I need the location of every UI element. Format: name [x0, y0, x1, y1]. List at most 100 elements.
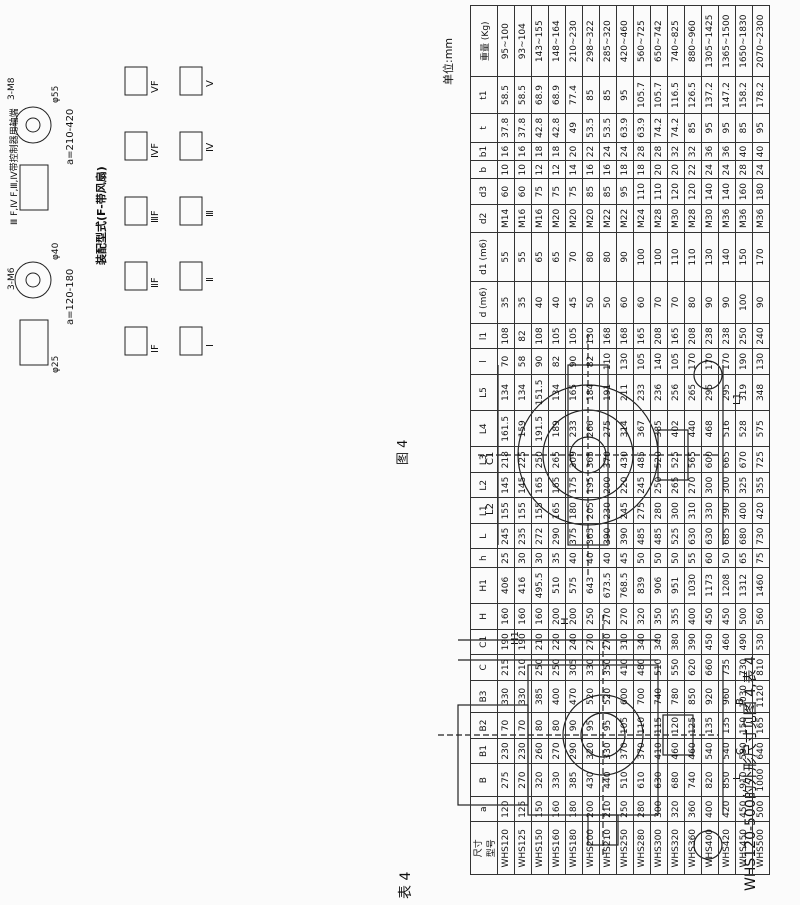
table-cell: 650~742: [650, 5, 668, 77]
model-cell: WHS160: [548, 822, 566, 875]
m8-label: 3-M8: [7, 77, 17, 100]
table-cell: 385: [531, 680, 549, 713]
table-cell: 180: [565, 796, 583, 822]
table-cell: M16: [514, 204, 532, 233]
table-cell: 500: [752, 796, 770, 822]
table-cell: 275: [497, 763, 515, 797]
column-header: a: [470, 796, 498, 822]
table-cell: 137.2: [701, 76, 719, 114]
table-cell: 70: [565, 232, 583, 282]
table-cell: 470: [565, 680, 583, 713]
table-cell: 575: [565, 567, 583, 604]
model-cell: WHS420: [718, 822, 736, 875]
table-cell: 24: [701, 160, 719, 179]
table-cell: 90: [616, 232, 634, 282]
type-label-1f: ⅠF: [150, 344, 161, 353]
table-cell: 35: [548, 548, 566, 568]
table-cell: 130: [582, 323, 600, 349]
table-cell: 1460: [752, 567, 770, 604]
dim-l2-label: L2: [485, 503, 496, 515]
table-cell: 233: [633, 374, 651, 411]
model-cell: WHS180: [565, 822, 583, 875]
table-cell: 130: [616, 348, 634, 375]
table-cell: 220: [616, 472, 634, 498]
table-cell: 168: [616, 323, 634, 349]
table-cell: 685: [718, 523, 736, 549]
table-cell: 75: [752, 548, 770, 568]
table-cell: 256: [667, 374, 685, 411]
table-cell: 385: [650, 410, 668, 447]
table-cell: 22: [582, 142, 600, 161]
table-cell: 140: [701, 178, 719, 205]
table-cell: 159: [514, 410, 532, 447]
table-cell: 235: [514, 523, 532, 549]
table-cell: 298~322: [582, 5, 600, 77]
table-cell: 725: [752, 446, 770, 473]
table-cell: 390: [684, 629, 702, 655]
table-cell: 20: [650, 160, 668, 179]
table-cell: 130: [701, 232, 719, 282]
table-cell: 32: [684, 142, 702, 161]
model-cell: WHS280: [633, 822, 651, 875]
table-cell: 58.5: [497, 76, 515, 114]
table-cell: 22: [684, 160, 702, 179]
table-cell: 680: [735, 523, 753, 549]
table-cell: 210: [599, 796, 617, 822]
table-cell: M28: [684, 204, 702, 233]
table-cell: 18: [616, 160, 634, 179]
table-cell: 50: [599, 281, 617, 324]
table-cell: M22: [616, 204, 634, 233]
table-cell: 140: [718, 178, 736, 205]
table-cell: 490: [735, 629, 753, 655]
table-cell: 460: [718, 629, 736, 655]
table-cell: 90: [701, 281, 719, 324]
type-label-2: Ⅱ: [205, 277, 216, 282]
table-cell: 100: [650, 232, 668, 282]
assembly-svg: [14, 66, 203, 366]
table-cell: 300: [667, 497, 685, 524]
table-cell: 820: [701, 763, 719, 797]
table-cell: 60: [497, 178, 515, 205]
table-cell: 100: [735, 281, 753, 324]
dim-l1-label: L1: [732, 393, 743, 405]
table-cell: 32: [667, 142, 685, 161]
table-cell: 670: [735, 446, 753, 473]
table-cell: 416: [514, 567, 532, 604]
table-cell: 49: [565, 113, 583, 143]
column-header: B1: [470, 738, 498, 764]
model-cell: WHS320: [667, 822, 685, 875]
table-cell: 920: [701, 680, 719, 713]
column-header: t1: [470, 76, 498, 114]
table-cell: 839: [633, 567, 651, 604]
table-cell: 210: [514, 654, 532, 681]
model-cell: WHS400: [701, 822, 719, 875]
table-cell: 63.9: [616, 113, 634, 143]
table-cell: 160: [735, 178, 753, 205]
table-cell: 40: [548, 281, 566, 324]
table-cell: 295: [718, 374, 736, 411]
table-cell: 20: [667, 160, 685, 179]
table-cell: 55: [497, 232, 515, 282]
table-cell: 170: [684, 348, 702, 375]
table-cell: 37.8: [514, 113, 532, 143]
table-cell: 600: [616, 680, 634, 713]
table-cell: 85: [684, 113, 702, 143]
table-cell: 42.8: [531, 113, 549, 143]
table-cell: 510: [548, 567, 566, 604]
table-cell: 280: [633, 796, 651, 822]
table-cell: 90: [718, 281, 736, 324]
table-cell: 450: [701, 603, 719, 630]
column-header: 重量 (Kg): [470, 5, 498, 77]
reducer-outline-drawing: L H H1 C B L1 C1 L2: [438, 335, 746, 860]
table-cell: 520: [599, 680, 617, 713]
table-cell: 300: [718, 472, 736, 498]
table-cell: 375: [565, 523, 583, 549]
table-cell: 350: [599, 654, 617, 681]
table-cell: 210: [531, 629, 549, 655]
table-cell: 365: [582, 446, 600, 473]
column-header: l: [470, 348, 498, 375]
